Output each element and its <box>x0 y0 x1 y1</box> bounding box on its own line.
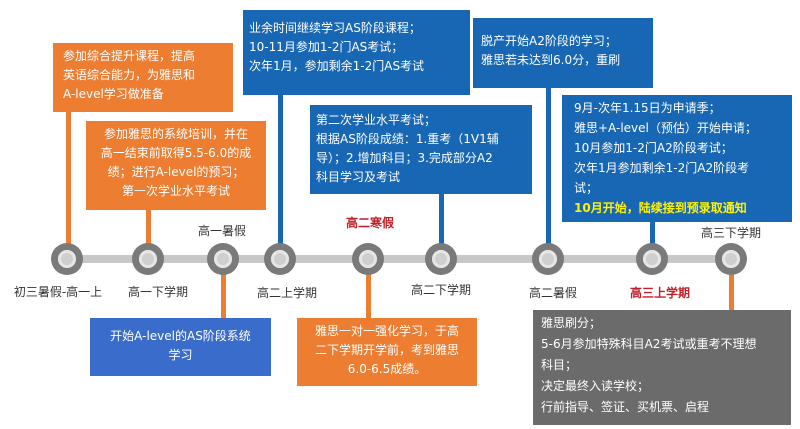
box-line: 科目学习及考试 <box>316 170 401 184</box>
box-line: 次年1月，参加剩余1-2门AS考试 <box>249 59 425 73</box>
box-line: 第二次学业水平考试； <box>316 113 437 127</box>
box-line: 学习 <box>168 348 193 362</box>
box-line: 英语综合能力，为雅思和 <box>63 68 196 82</box>
plan-box-as-system: 开始A-level的AS阶段系统 学习 <box>90 318 271 376</box>
stage-label-highlight: 高三上学期 <box>629 286 691 300</box>
connector <box>439 192 444 260</box>
box-line: 10-11月参加1-2门AS考试； <box>249 40 404 54</box>
stage-label: 高二上学期 <box>256 286 318 300</box>
connector <box>729 259 734 311</box>
plan-box-final: 雅思刷分； 5-6月参加特殊科目A2考试或重考不理想 科目； 决定最终入读学校；… <box>533 310 791 425</box>
timeline-bar <box>65 255 735 263</box>
connector <box>278 93 283 260</box>
plan-box-ielts-training: 参加雅思的系统培训，并在 高一结束前取得5.5-6.0的成 绩；进行A-leve… <box>86 121 266 210</box>
stage-label: 高一下学期 <box>127 285 189 299</box>
stage-label: 高一暑假 <box>197 224 247 238</box>
timeline-node <box>352 243 384 275</box>
plan-box-as-course: 业余时间继续学习AS阶段课程； 10-11月参加1-2门AS考试； 次年1月，参… <box>243 10 470 95</box>
connector <box>366 259 371 319</box>
connector <box>66 110 71 260</box>
timeline-node <box>532 243 564 275</box>
box-line: 10月参加1-2门A2阶段考试； <box>574 141 733 155</box>
box-line: 次年1月参加剩余1-2门A2阶段考 <box>574 161 750 175</box>
plan-box-prep: 参加综合提升课程，提高 英语综合能力，为雅思和 A-level学习做准备 <box>53 43 233 112</box>
timeline-node <box>132 243 164 275</box>
box-line: 雅思刷分； <box>541 316 602 330</box>
stage-label: 高三下学期 <box>700 226 762 240</box>
box-line: 雅思一对一强化学习，于高 <box>314 324 459 338</box>
box-line: 试； <box>574 181 599 195</box>
box-line: 科目； <box>541 358 578 372</box>
plan-box-second-exam: 第二次学业水平考试； 根据AS阶段成绩：1.重考（1V1辅 导）；2.增加科目；… <box>310 105 532 194</box>
box-line: 导）；2.增加科目；3.完成部分A2 <box>316 151 493 165</box>
box-line: 脱产开始A2阶段的学习； <box>481 34 617 48</box>
box-line: 参加综合提升课程，提高 <box>63 49 196 63</box>
box-line: A-level学习做准备 <box>63 87 164 101</box>
timeline-node <box>636 243 668 275</box>
box-line: 行前指导、签证、买机票、启程 <box>541 400 710 414</box>
connector <box>221 259 226 319</box>
box-line: 5-6月参加特殊科目A2考试或重考不理想 <box>541 337 757 351</box>
timeline-node <box>207 243 239 275</box>
connector <box>546 86 551 260</box>
box-line: 二下学期开学前，考到雅思 <box>314 343 459 357</box>
box-line: 绩；进行A-level的预习； <box>107 165 245 179</box>
stage-label: 初三暑假-高一上 <box>13 285 103 299</box>
plan-box-a2-study: 脱产开始A2阶段的学习； 雅思若未达到6.0分，重刷 <box>473 18 653 88</box>
plan-box-ielts-1on1: 雅思一对一强化学习，于高 二下学期开学前，考到雅思 6.0-6.5成绩。 <box>297 318 477 386</box>
stage-label: 高二下学期 <box>410 283 472 297</box>
timeline-node <box>264 243 296 275</box>
box-line: 雅思若未达到6.0分，重刷 <box>481 53 621 67</box>
box-line: 业余时间继续学习AS阶段课程； <box>249 21 421 35</box>
box-line: 高一结束前取得5.5-6.0的成 <box>100 146 252 160</box>
connector <box>650 222 655 260</box>
plan-box-application: 9月-次年1.15日为申请季； 雅思+A-level（预估）开始申请； 10月参… <box>562 95 792 222</box>
timeline-node <box>715 243 747 275</box>
stage-label: 高二暑假 <box>528 286 578 300</box>
connector <box>146 208 151 260</box>
box-line: 9月-次年1.15日为申请季； <box>574 101 721 115</box>
stage-label-highlight: 高二寒假 <box>345 216 395 230</box>
box-line: 开始A-level的AS阶段系统 <box>110 329 251 343</box>
box-line: 决定最终入读学校； <box>541 379 650 393</box>
highlight-line: 10月开始，陆续接到预录取通知 <box>574 201 747 215</box>
box-line: 6.0-6.5成绩。 <box>347 362 427 376</box>
box-line: 根据AS阶段成绩：1.重考（1V1辅 <box>316 132 499 146</box>
box-line: 参加雅思的系统培训，并在 <box>103 127 248 141</box>
box-line: 雅思+A-level（预估）开始申请； <box>574 121 757 135</box>
timeline-node <box>51 243 83 275</box>
box-line: 第一次学业水平考试 <box>121 184 230 198</box>
timeline-node <box>425 243 457 275</box>
